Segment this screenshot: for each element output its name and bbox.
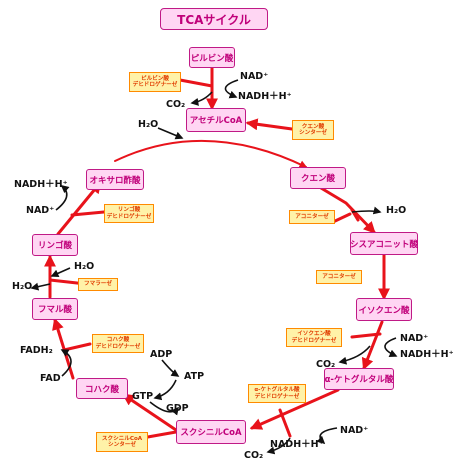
arrow-nad-to-nadh-pdh <box>224 79 239 99</box>
enzyme-pdh-line2: デヒドロゲナーゼ <box>132 82 178 88</box>
label-nadh-akg: NADH＋H⁺ <box>270 439 324 450</box>
enzyme-citrate-synthase: クエン酸 シンターゼ <box>292 120 334 140</box>
arrow-succinylcoa-to-succinate <box>122 393 178 432</box>
arrow-citrate-to-cisaconitate <box>319 186 376 234</box>
node-oxaloacetate: オキサロ酢酸 <box>86 169 144 190</box>
arrow-fad-to-fadh2 <box>60 349 72 377</box>
enzyme-fum-line1: フマラーゼ <box>84 281 112 288</box>
label-nadh-idh: NADH＋H⁺ <box>400 349 454 360</box>
arrow-co2-idh <box>338 345 371 365</box>
node-fumarate: フマル酸 <box>32 298 78 320</box>
arrow-nad-to-nadh-mdh <box>55 184 70 211</box>
label-gtp: GTP <box>132 391 154 402</box>
arrow-malate-to-oxaloacetate <box>56 181 102 236</box>
arrow-akg-to-succinylcoa <box>249 388 340 430</box>
arrow-co2-akg <box>266 437 291 455</box>
enzyme-mdh-line2: デヒドロゲナーゼ <box>106 213 152 220</box>
node-citrate: クエン酸 <box>290 167 346 189</box>
label-h2o-fumarase-out: H₂O <box>12 281 33 292</box>
label-h2o-aconitase: H₂O <box>386 205 407 216</box>
enzyme-sdh-line2: デヒドロゲナーゼ <box>95 343 141 350</box>
label-nadh-pdh: NADH＋H⁺ <box>238 91 292 102</box>
node-cisaconitate: シスアコニット酸 <box>350 232 418 255</box>
arrow-aco1 <box>331 212 352 224</box>
label-co2-idh: CO₂ <box>316 359 336 370</box>
label-nad-mdh: NAD⁺ <box>26 205 55 216</box>
enzyme-akgdh-line1: α-ケトグルタル酸 <box>254 387 300 394</box>
label-co2-pdh: CO₂ <box>166 99 186 110</box>
arrow-h2o-fum-out <box>30 282 51 291</box>
label-nad-pdh: NAD⁺ <box>240 71 269 82</box>
enzyme-idh-line2: デヒドロゲナーゼ <box>291 337 337 344</box>
enzyme-succinate-dehydrogenase: コハク酸 デヒドロゲナーゼ <box>92 334 144 353</box>
enzyme-sdh-line1: コハク酸 <box>106 337 130 344</box>
node-malate: リンゴ酸 <box>32 234 78 256</box>
arrow-aco-h2o <box>351 206 382 215</box>
node-acetylcoa: アセチルCoA <box>186 108 246 132</box>
label-gdp: GDP <box>166 403 189 414</box>
arrow-gtp-to-gdp <box>149 401 180 416</box>
enzyme-akg-dehydrogenase: α-ケトグルタル酸 デヒドロゲナーゼ <box>248 384 306 403</box>
arrow-nad-to-nadh-idh <box>384 337 398 357</box>
enzyme-pyruvate-dehydrogenase: ピルビン酸 デヒドロゲナーゼ <box>129 72 181 92</box>
enzyme-mdh-line1: リンゴ酸 <box>117 207 141 214</box>
arrow-akgdh <box>278 408 292 438</box>
arrow-sdh <box>62 342 92 352</box>
enzyme-aco2-line1: アコニターゼ <box>322 273 356 280</box>
label-h2o-fumarase-in: H₂O <box>74 261 95 272</box>
label-nad-idh: NAD⁺ <box>400 333 429 344</box>
arrow-pdh <box>178 78 214 88</box>
enzyme-idh-line1: イソクエン酸 <box>297 331 331 338</box>
label-co2-akg: CO₂ <box>244 450 264 461</box>
arrow-oxaloacetate-to-citrate <box>114 139 308 168</box>
label-nadh-mdh: NADH＋H⁺ <box>14 179 68 190</box>
arrow-cs-to-citrate <box>245 118 294 131</box>
node-alpha-ketoglutarate: α-ケトグルタル酸 <box>324 368 394 390</box>
enzyme-pdh-line1: ピルビン酸 <box>141 75 169 82</box>
arrow-mdh <box>70 210 106 217</box>
node-pyruvate: ピルビン酸 <box>189 47 235 68</box>
enzyme-cs-line2: シンターゼ <box>299 130 327 136</box>
arrow-nad-to-nadh-akg <box>316 427 338 445</box>
label-atp: ATP <box>184 371 205 382</box>
enzyme-aconitase-1: アコニターゼ <box>289 210 335 224</box>
node-succinylcoa: スクシニルCoA <box>176 420 246 444</box>
enzyme-scs-line2: シンターゼ <box>108 442 136 448</box>
arrow-gdp-to-gtp <box>153 379 177 401</box>
enzyme-malate-dehydrogenase: リンゴ酸 デヒドロゲナーゼ <box>104 204 154 223</box>
enzyme-cs-line1: クエン酸 <box>301 123 325 130</box>
arrow-h2o-cs <box>157 127 184 140</box>
enzyme-fumarase: フマラーゼ <box>78 278 118 291</box>
arrow-h2o-fum-in <box>50 267 71 278</box>
label-nad-akg: NAD⁺ <box>340 425 369 436</box>
enzyme-aco1-line1: アコニターゼ <box>295 213 329 220</box>
arrow-co2-pdh <box>190 91 213 106</box>
arrow-adp-to-atp <box>161 359 180 377</box>
enzyme-akgdh-line2: デヒドロゲナーゼ <box>254 393 300 400</box>
arrow-isocitrate-to-akg <box>361 320 384 371</box>
label-adp: ADP <box>150 349 173 360</box>
enzyme-aconitase-2: アコニターゼ <box>316 270 362 284</box>
diagram-title: TCAサイクル <box>160 8 268 30</box>
node-isocitrate: イソクエン酸 <box>356 298 412 321</box>
label-fadh2: FADH₂ <box>20 345 53 356</box>
enzyme-isocitrate-dehydrogenase: イソクエン酸 デヒドロゲナーゼ <box>286 328 342 347</box>
node-succinate: コハク酸 <box>76 378 128 399</box>
label-fad: FAD <box>40 373 61 384</box>
arrow-idh <box>350 332 382 339</box>
enzyme-succinylcoa-synthase: スクシニルCoA シンターゼ <box>96 432 148 452</box>
label-h2o-cs: H₂O <box>138 119 159 130</box>
enzyme-scs-line1: スクシニルCoA <box>101 435 143 442</box>
